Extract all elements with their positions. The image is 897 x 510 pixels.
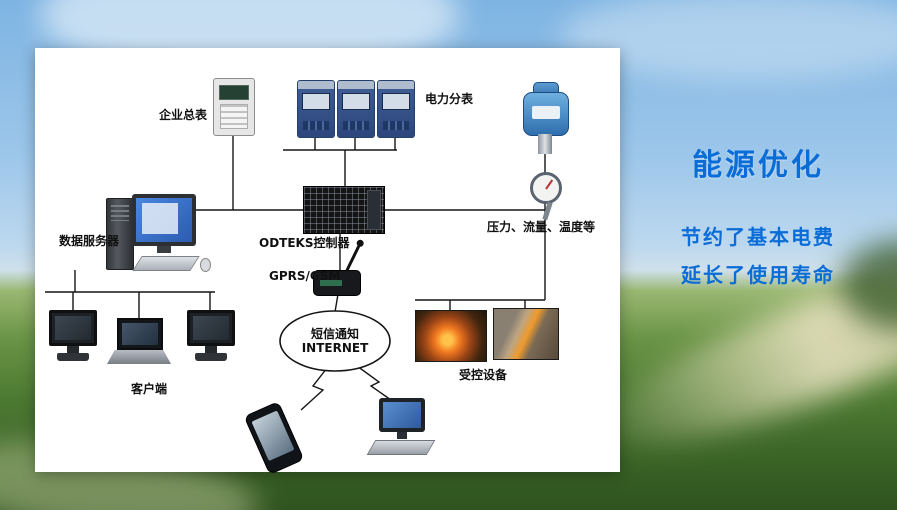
internet-cloud-label: 短信通知 INTERNET [279,327,391,355]
label-sensors: 压力、流量、温度等 [487,220,596,234]
meter-faceplate [220,104,248,129]
remote-pc-stand [397,432,407,439]
power-submeter-icon [337,80,375,138]
gprs-modem-icon [313,270,361,296]
enterprise-meter-icon [213,78,255,136]
monitor-neck [205,346,217,353]
server-monitor-stand [157,246,171,253]
monitor-neck [67,346,79,353]
client-monitor-icon [49,310,97,366]
client-screen [187,310,235,346]
transmitter-stem [538,134,552,154]
diagram-panel: 企业总表 电力分表 压力、流量、温度等 ODTEKS控制器 数据服务器 GPRS… [35,48,620,475]
caption-block: 能源优化 节约了基本电费 延长了使用寿命 [632,140,884,294]
cloud-label-line2: INTERNET [301,341,369,355]
meter-display [382,93,410,110]
monitor-base [57,353,89,361]
equipment-photo [493,308,559,360]
laptop-base [107,350,171,364]
client-laptop-icon [107,318,171,370]
remote-pc-keyboard-icon [366,440,436,455]
meter-display [219,85,249,100]
monitor-base [195,353,227,361]
transmitter-faceplate [532,106,560,119]
remote-pc-screen [383,402,421,428]
cloud-label-line1: 短信通知 [310,327,359,341]
power-submeter-icon [297,80,335,138]
gauge-icon [530,172,562,204]
furnace-photo [415,310,487,362]
label-data-server: 数据服务器 [59,234,120,248]
client-monitor-icon [187,310,235,366]
remote-pc-monitor-icon [379,398,425,432]
server-keyboard-icon [132,256,200,271]
label-gprs: GPRS/GSM [269,269,341,283]
pressure-transmitter-icon [523,92,569,136]
label-enterprise-meter: 企业总表 [159,108,208,122]
meter-display [342,93,370,110]
server-monitor-icon [132,194,196,246]
meter-keys [303,121,329,130]
label-clients: 客户端 [131,382,168,396]
client-screen [49,310,97,346]
label-power-submeter: 电力分表 [425,92,474,106]
meter-keys [343,121,369,130]
laptop-screen [117,318,163,350]
server-screen [136,198,192,242]
caption-line-2: 延长了使用寿命 [681,263,835,287]
meter-display [302,93,330,110]
meter-keys [383,121,409,130]
caption-title: 能源优化 [692,148,824,183]
controller-terminal-strip [367,190,381,230]
server-tower-icon [106,198,134,270]
caption-line-1: 节约了基本电费 [681,225,835,249]
server-mouse-icon [200,258,211,272]
controller-icon [303,186,385,234]
label-controlled-devices: 受控设备 [459,368,508,382]
power-submeter-icon [377,80,415,138]
label-controller: ODTEKS控制器 [259,236,350,250]
